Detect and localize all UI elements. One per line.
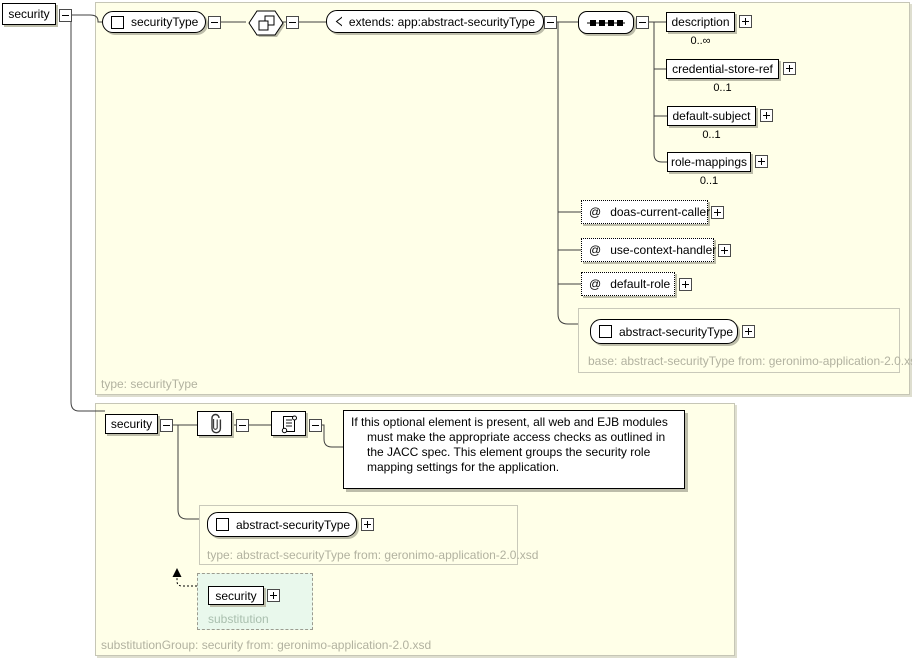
element-type-panel	[199, 505, 518, 565]
abstract-securityType-type-expand-toggle[interactable]	[361, 518, 374, 531]
substitution-security-element[interactable]: security	[208, 586, 264, 605]
root-collapse-toggle[interactable]	[59, 9, 72, 22]
substitution-caption: substitution	[208, 612, 269, 626]
attribute-icon: @	[589, 277, 602, 291]
annotation-collapse-toggle[interactable]	[236, 419, 249, 432]
credential-store-ref-element[interactable]: credential-store-ref	[666, 59, 779, 79]
substitution-security-label: security	[215, 588, 257, 603]
securityType-label: securityType	[131, 15, 199, 29]
description-element[interactable]: description	[666, 12, 735, 32]
extends-collapse-toggle[interactable]	[544, 16, 557, 29]
role-mappings-expand-toggle[interactable]	[755, 155, 768, 168]
default-role-expand-toggle[interactable]	[679, 278, 692, 291]
documentation-icon	[281, 415, 297, 433]
securityType-node[interactable]: securityType	[102, 11, 206, 33]
default-subject-element[interactable]: default-subject	[667, 106, 756, 126]
sequence-node[interactable]	[578, 11, 634, 34]
content-model-collapse-toggle[interactable]	[286, 16, 299, 29]
complex-type-icon	[216, 518, 229, 531]
sequence-icon	[587, 19, 625, 26]
default-subject-label: default-subject	[672, 109, 751, 123]
top-panel-footer: type: securityType	[101, 377, 198, 391]
credential-store-ref-label: credential-store-ref	[672, 62, 773, 76]
abstract-securityType-base-node[interactable]: abstract-securityType	[590, 319, 738, 344]
doas-current-caller-label: doas-current-caller	[610, 205, 711, 219]
attribute-use-context-handler[interactable]: @ use-context-handler	[581, 238, 717, 262]
role-mappings-label: role-mappings	[670, 155, 748, 169]
description-expand-toggle[interactable]	[739, 15, 752, 28]
default-subject-expand-toggle[interactable]	[760, 109, 773, 122]
base-type-footer: base: abstract-securityType from: geroni…	[588, 354, 912, 368]
base-type-panel	[578, 308, 900, 373]
attribute-default-role[interactable]: @ default-role	[581, 272, 675, 296]
element-type-footer: type: abstract-securityType from: geroni…	[207, 548, 539, 562]
abstract-securityType-base-expand-toggle[interactable]	[742, 325, 755, 338]
default-subject-occurs: 0..1	[702, 129, 721, 141]
extends-label: extends: app:abstract-securityType	[348, 14, 535, 29]
credential-store-ref-occurs: 0..1	[713, 82, 732, 94]
attribute-icon: @	[589, 243, 602, 257]
extension-icon	[335, 16, 342, 27]
use-context-handler-expand-toggle[interactable]	[718, 244, 731, 257]
paperclip-icon	[210, 413, 221, 433]
role-mappings-element[interactable]: role-mappings	[667, 152, 751, 172]
doas-current-caller-expand-toggle[interactable]	[711, 206, 724, 219]
attribute-icon: @	[589, 205, 602, 219]
documentation-text: If this optional element is present, all…	[351, 415, 668, 474]
complex-type-icon	[111, 15, 124, 29]
default-role-label: default-role	[610, 277, 671, 291]
sequence-collapse-toggle[interactable]	[636, 16, 649, 29]
securityType-collapse-toggle[interactable]	[208, 16, 221, 29]
bottom-panel-footer: substitutionGroup: security from: geroni…	[101, 638, 432, 652]
documentation-collapse-toggle[interactable]	[309, 419, 322, 432]
documentation-text-box: If this optional element is present, all…	[343, 410, 685, 489]
extends-node[interactable]: extends: app:abstract-securityType	[326, 10, 544, 33]
abstract-securityType-type-node[interactable]: abstract-securityType	[207, 512, 357, 537]
documentation-node[interactable]	[271, 411, 306, 436]
attribute-doas-current-caller[interactable]: @ doas-current-caller	[581, 200, 711, 224]
complex-type-icon	[599, 325, 612, 338]
root-security-element[interactable]: security	[2, 3, 56, 25]
description-label: description	[671, 15, 730, 29]
annotation-node[interactable]	[197, 411, 232, 436]
substitution-security-expand-toggle[interactable]	[267, 589, 280, 602]
use-context-handler-label: use-context-handler	[610, 243, 717, 257]
abstract-securityType-type-label: abstract-securityType	[236, 517, 351, 532]
credential-store-ref-expand-toggle[interactable]	[783, 62, 796, 75]
abstract-securityType-base-label: abstract-securityType	[619, 324, 734, 339]
security-element-label: security	[110, 417, 153, 431]
role-mappings-occurs: 0..1	[699, 175, 719, 187]
description-occurs: 0..∞	[690, 35, 711, 47]
complex-content-icon	[248, 10, 285, 37]
security-collapse-toggle[interactable]	[160, 419, 173, 432]
root-security-label: security	[8, 7, 50, 21]
security-element[interactable]: security	[105, 414, 158, 434]
